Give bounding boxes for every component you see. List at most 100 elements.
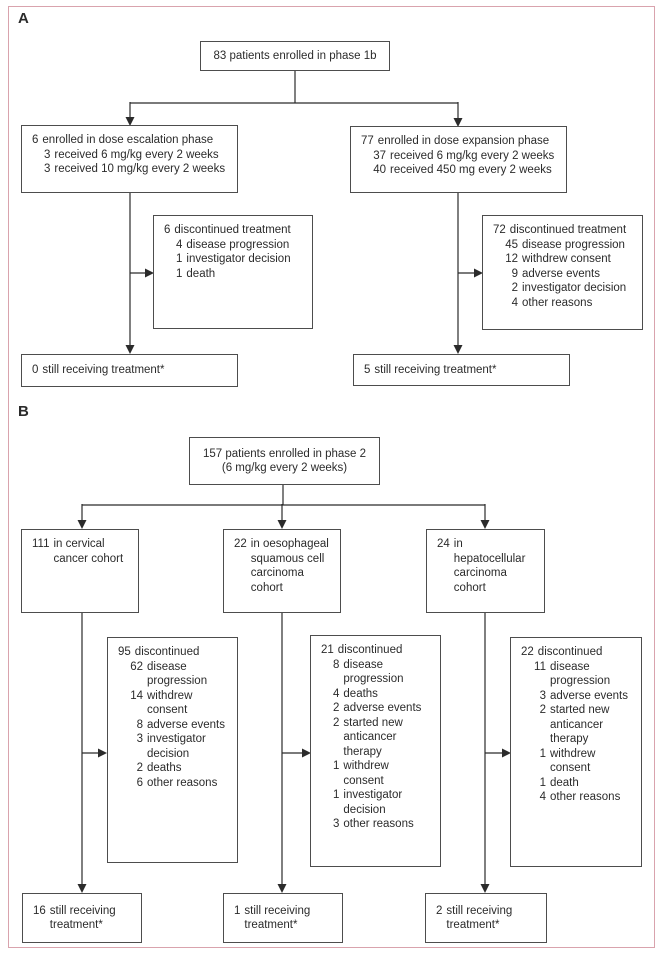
- count: 24: [437, 538, 450, 550]
- label: enrolled in dose escalation phase: [42, 134, 214, 146]
- flow-line-item: 4 other reasons: [505, 296, 634, 311]
- label: withdrew consent: [550, 747, 596, 775]
- panel-a-label: A: [18, 10, 29, 27]
- label: started new anticancer therapy: [550, 704, 610, 745]
- label: discontinued: [537, 646, 603, 658]
- label: received 450 mg every 2 weeks: [390, 164, 552, 176]
- label: other reasons: [522, 296, 593, 309]
- box-escalation-still-receiving: 0 still receiving treatment*: [21, 354, 238, 387]
- label: investigator decision: [343, 789, 403, 816]
- flow-line-item: 1 withdrew consent: [533, 747, 633, 776]
- flow-line-item: 1 withdrew consent: [333, 759, 432, 788]
- count: 4: [176, 238, 183, 251]
- box-hepatocellular-discontinued: 22 discontinued 11 disease progression 3…: [510, 637, 642, 867]
- count: 2: [436, 904, 443, 917]
- count: 1: [539, 747, 546, 760]
- box-text: 83 patients enrolled in phase 1b: [213, 49, 377, 62]
- label: received 6 mg/kg every 2 weeks: [390, 149, 555, 162]
- label: death: [186, 267, 216, 280]
- box-expansion-discontinued: 72 discontinued treatment 45 disease pro…: [482, 215, 643, 330]
- box-hepatocellular-still-receiving: 2 still receiving treatment*: [425, 893, 547, 943]
- label: received 6 mg/kg every 2 weeks: [54, 148, 219, 161]
- label: withdrew consent: [147, 689, 193, 717]
- count: 22: [521, 646, 534, 658]
- flow-line-item: 111 in cervical cancer cohort: [32, 537, 130, 566]
- label: adverse events: [147, 718, 225, 731]
- count: 40: [373, 164, 386, 176]
- flow-line-item: 6 other reasons: [130, 776, 229, 791]
- flow-line-item: 3 other reasons: [333, 817, 432, 832]
- flow-line-item: 2 still receiving treatment*: [436, 904, 538, 933]
- count: 2: [333, 716, 340, 729]
- flow-line-item: 6 enrolled in dose escalation phase: [32, 133, 229, 148]
- flow-line-item: 4 other reasons: [533, 790, 633, 805]
- label: discontinued treatment: [509, 224, 627, 236]
- flow-line-item: 62 disease progression: [130, 660, 229, 689]
- box-cervical-still-receiving: 16 still receiving treatment*: [22, 893, 142, 943]
- count: 72: [493, 224, 506, 236]
- flow-line-item: 21 discontinued: [321, 643, 432, 658]
- label: withdrew consent: [522, 253, 611, 265]
- label: disease progression: [343, 658, 404, 686]
- count: 12: [505, 253, 518, 265]
- flow-line-item: 77 enrolled in dose expansion phase: [361, 134, 558, 149]
- flow-line-item: 2 deaths: [130, 761, 229, 776]
- flow-line-item: 40 received 450 mg every 2 weeks: [373, 163, 558, 178]
- box-cervical-discontinued: 95 discontinued 62 disease progression 1…: [107, 637, 238, 863]
- label: disease progression: [522, 238, 625, 251]
- flow-line-item: 3 received 6 mg/kg every 2 weeks: [44, 148, 229, 163]
- box-cervical-cohort: 111 in cervical cancer cohort: [21, 529, 139, 613]
- count: 9: [511, 267, 518, 280]
- label: adverse events: [343, 702, 422, 714]
- flow-line-item: 12 withdrew consent: [505, 252, 634, 267]
- count: 1: [234, 904, 241, 917]
- count: 2: [136, 762, 143, 774]
- label: adverse events: [522, 267, 600, 280]
- count: 37: [373, 149, 386, 162]
- label: still receiving treatment*: [244, 904, 311, 932]
- flow-line-item: 16 still receiving treatment*: [33, 904, 133, 933]
- flow-line-item: 24 in hepatocellular carcinoma cohort: [437, 537, 536, 595]
- count: 22: [234, 538, 247, 550]
- flow-line-item: 22 in oesophageal squamous cell carcinom…: [234, 537, 332, 595]
- count: 14: [130, 689, 143, 702]
- flow-line-item: 2 investigator decision: [505, 281, 634, 296]
- label: in cervical cancer cohort: [53, 538, 124, 565]
- flow-line-item: 1 investigator decision: [176, 252, 304, 267]
- flow-line-item: 2 started new anticancer therapy: [533, 703, 633, 747]
- label: still receiving treatment*: [374, 363, 497, 376]
- label: discontinued: [337, 644, 403, 656]
- box-dose-expansion: 77 enrolled in dose expansion phase 37 r…: [350, 126, 567, 193]
- label: still receiving treatment*: [49, 904, 116, 932]
- flow-line-item: 72 discontinued treatment: [493, 223, 634, 238]
- count: 1: [333, 789, 340, 801]
- flow-line-item: 8 disease progression: [333, 658, 432, 687]
- box-text: 157 patients enrolled in phase 2: [202, 447, 367, 460]
- count: 1: [333, 760, 340, 772]
- label: started new anticancer therapy: [343, 716, 403, 758]
- box-oesophageal-still-receiving: 1 still receiving treatment*: [223, 893, 343, 943]
- label: disease progression: [186, 238, 290, 251]
- count: 1: [176, 267, 183, 280]
- box-escalation-discontinued: 6 discontinued treatment 4 disease progr…: [153, 215, 313, 329]
- count: 1: [176, 253, 183, 265]
- flow-line-item: 37 received 6 mg/kg every 2 weeks: [373, 149, 558, 164]
- label: discontinued treatment: [174, 224, 291, 236]
- box-text: (6 mg/kg every 2 weeks): [221, 462, 348, 474]
- count: 6: [32, 134, 39, 146]
- count: 2: [333, 702, 340, 714]
- flow-line-item: 4 deaths: [333, 687, 432, 702]
- flow-line-item: 8 adverse events: [130, 718, 229, 733]
- count: 45: [505, 238, 518, 251]
- flow-line-item: 14 withdrew consent: [130, 689, 229, 718]
- flow-line-item: 22 discontinued: [521, 645, 633, 660]
- label: deaths: [343, 687, 378, 700]
- count: 3: [333, 818, 340, 830]
- count: 16: [33, 904, 46, 917]
- flow-line-item: 1 still receiving treatment*: [234, 904, 334, 933]
- label: in hepatocellular carcinoma cohort: [453, 538, 526, 594]
- flow-line-item: 3 adverse events: [533, 689, 633, 704]
- flow-line-item: 2 adverse events: [333, 701, 432, 716]
- flow-line-item: 9 adverse events: [505, 267, 634, 282]
- box-hepatocellular-cohort: 24 in hepatocellular carcinoma cohort: [426, 529, 545, 613]
